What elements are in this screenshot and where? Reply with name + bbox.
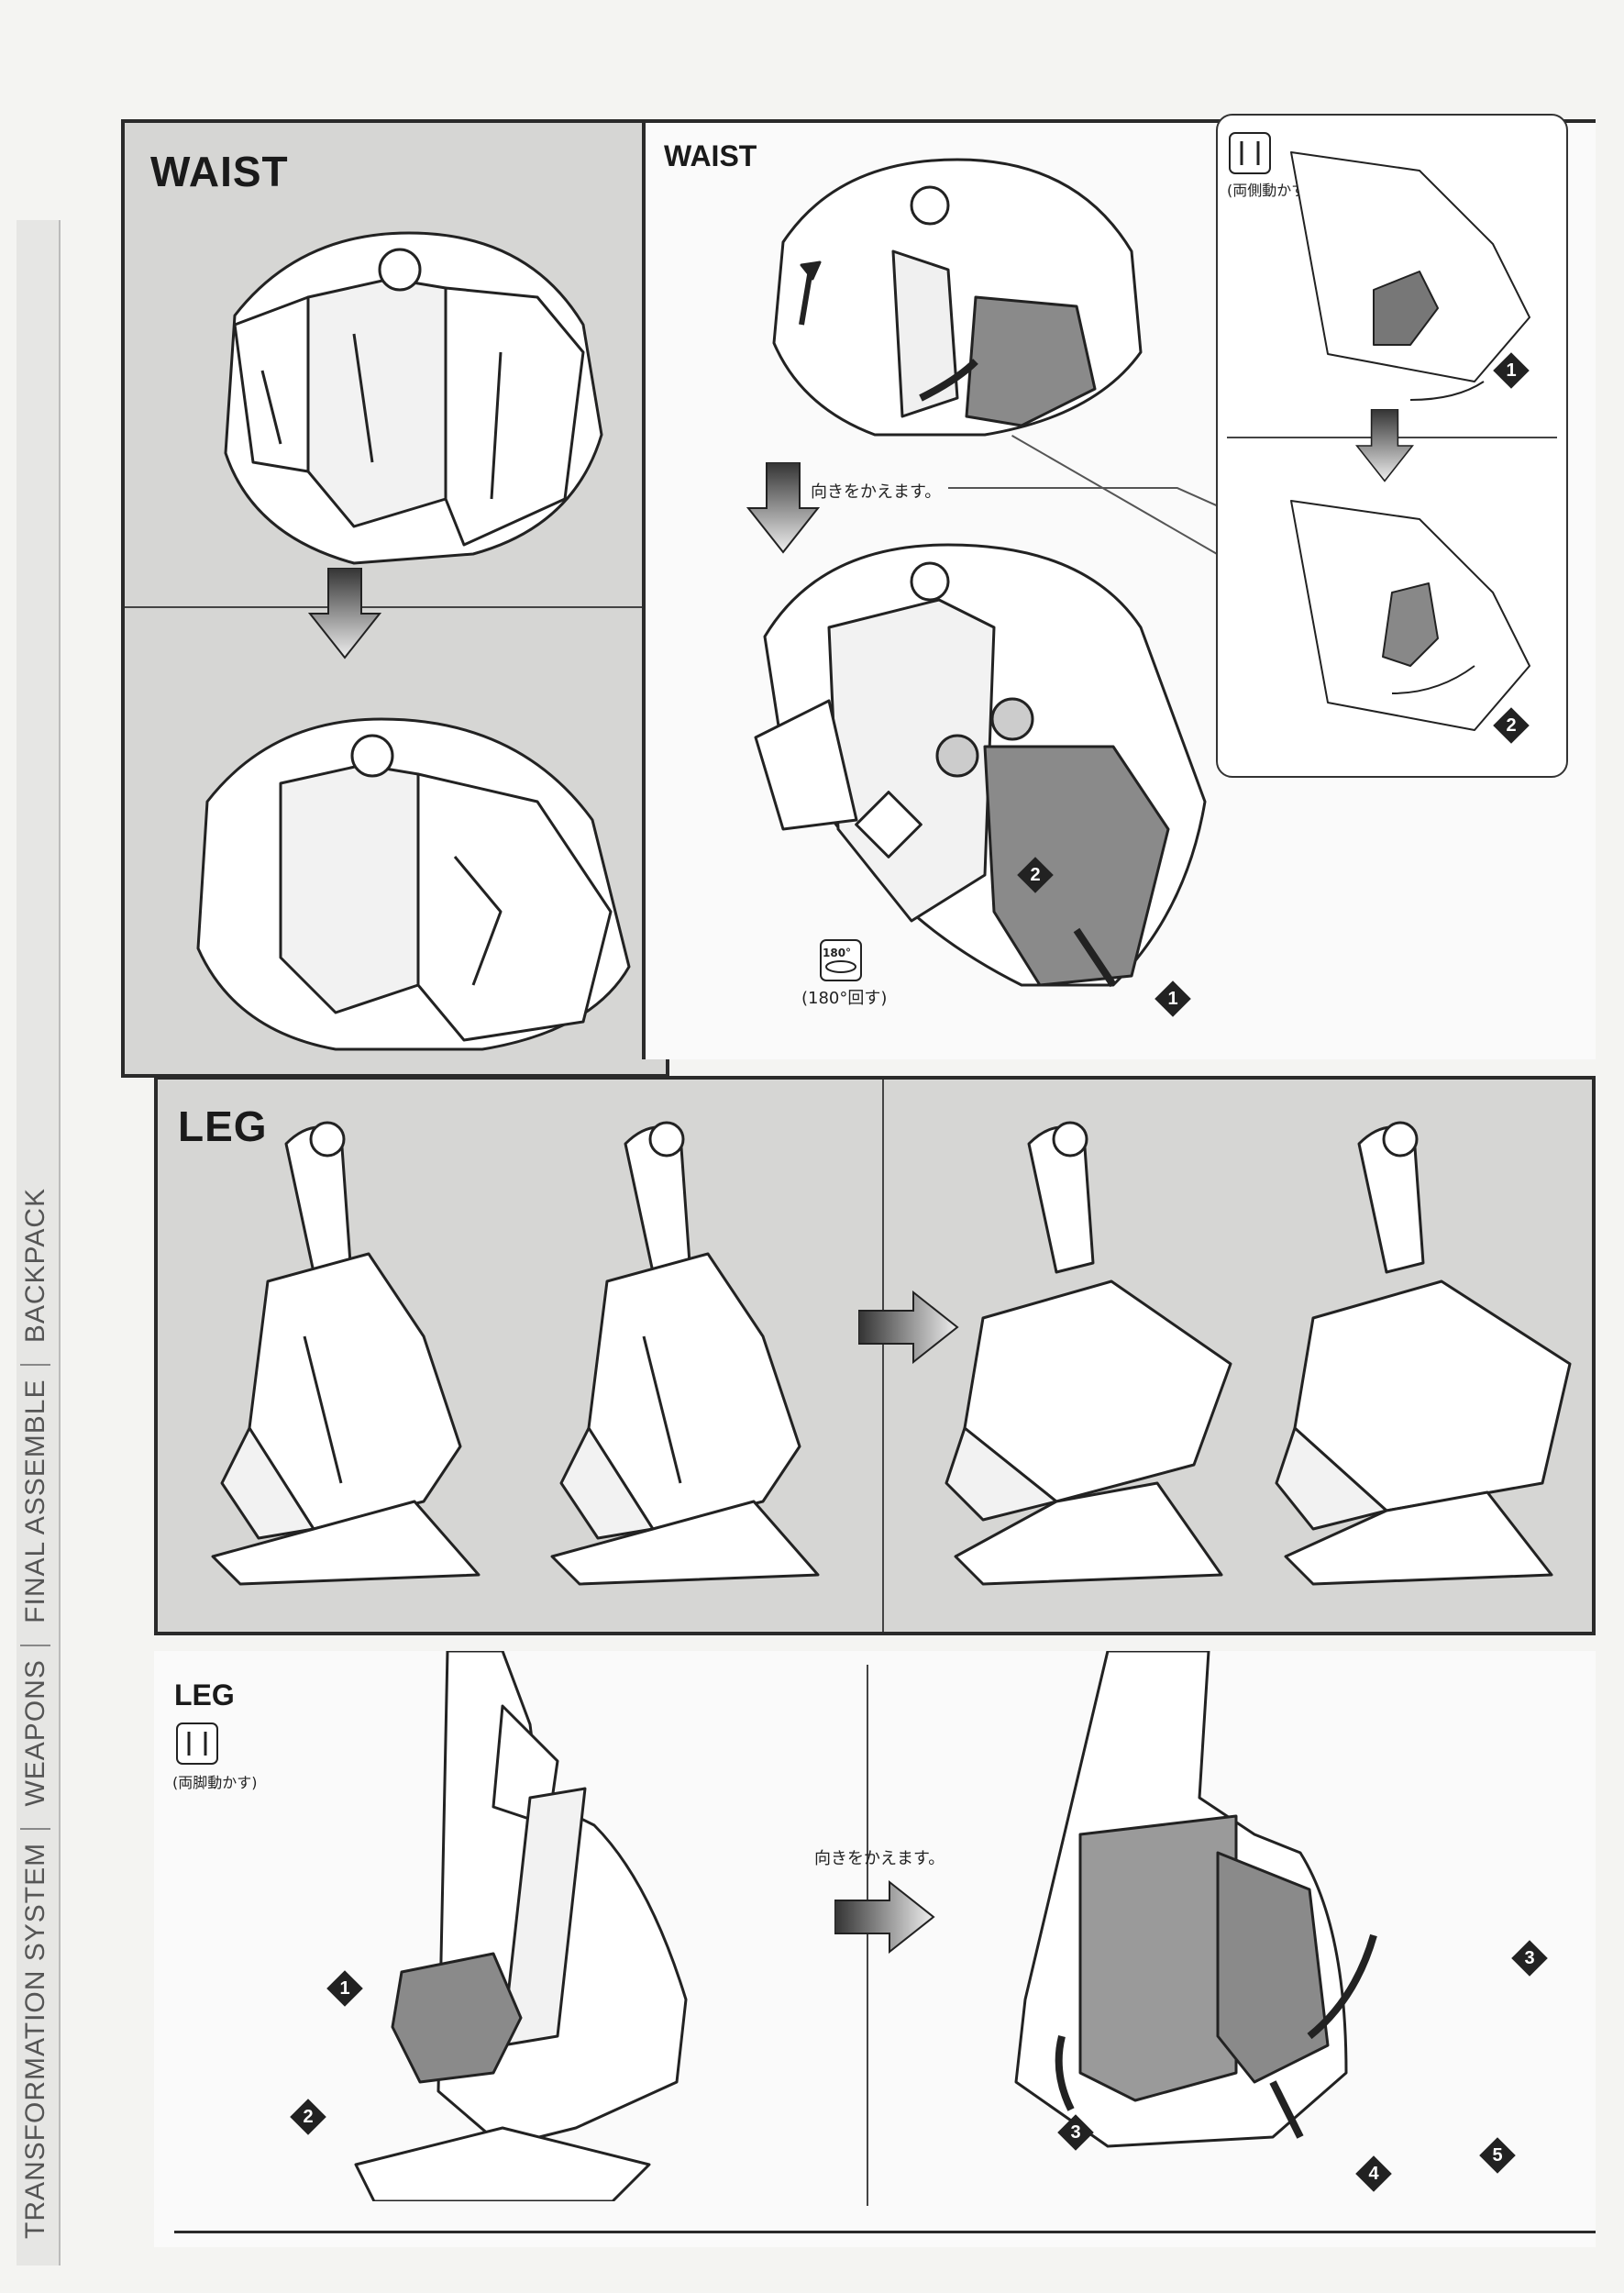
inset-step2-illustration — [1290, 500, 1530, 731]
step-badge: 1 — [1493, 352, 1530, 389]
step-badge: 2 — [1017, 857, 1054, 893]
side-tab-label: WEAPONS — [20, 1645, 50, 1820]
step-divider — [125, 606, 666, 608]
rotate-180-icon — [820, 939, 862, 981]
step-divider — [882, 1080, 884, 1632]
leg-illustration — [550, 1121, 820, 1586]
waist-assembly-illustration — [224, 231, 603, 565]
turn-note: 向きをかえます。 — [814, 1849, 945, 1868]
both-legs-note: (両脚動かす) — [172, 1774, 258, 1791]
rotate-icon-label: 180° — [823, 947, 852, 959]
inset-note: (両側動かす) — [1227, 182, 1312, 199]
leg-step-illustration — [354, 1651, 688, 2201]
panel-title: WAIST — [664, 139, 757, 172]
both-legs-icon — [176, 1723, 218, 1765]
detail-inset: (両側動かす) 1 — [1216, 114, 1568, 778]
down-arrow-icon — [746, 462, 820, 554]
step-badge: 3 — [1057, 2114, 1094, 2151]
rotate-note: (180°回す) — [801, 989, 888, 1008]
step-badge: 2 — [1493, 707, 1530, 744]
step-badge: 1 — [1154, 980, 1191, 1017]
waist-left-panel: WAIST — [121, 119, 669, 1078]
side-tab-label: TRANSFORMATION SYSTEM — [20, 1827, 50, 2252]
leg-illustration — [211, 1121, 481, 1586]
inset-step1-illustration — [1290, 151, 1530, 401]
leg-transformed-illustration — [1275, 1121, 1572, 1586]
panel-title: WAIST — [150, 148, 289, 195]
side-tab-strip — [17, 220, 61, 2265]
side-tab-labels: TRANSFORMATION SYSTEM WEAPONS FINAL ASSE… — [20, 1175, 51, 2252]
leg-transformed-illustration — [945, 1121, 1232, 1586]
panel-title: LEG — [178, 1102, 268, 1150]
step-divider — [867, 1665, 868, 2206]
leg-rear-illustration — [1014, 1651, 1377, 2148]
waist-transformed-illustration — [196, 717, 631, 1051]
right-arrow-icon — [858, 1291, 959, 1364]
turn-note: 向きをかえます。 — [811, 482, 942, 502]
waist-step-illustration — [772, 158, 1143, 437]
step-badge: 5 — [1479, 2137, 1516, 2174]
leg-bottom-panel: LEG (両脚動かす) 1 2 向きをかえます。 — [154, 1651, 1596, 2247]
both-sides-icon — [1229, 132, 1271, 174]
callout-line — [948, 487, 1177, 489]
waist-rotation-illustration — [754, 543, 1207, 988]
page-bottom-rule — [174, 2231, 1596, 2233]
down-arrow-icon — [1355, 409, 1414, 482]
panel-title: LEG — [174, 1678, 235, 1711]
step-badge: 3 — [1511, 1940, 1548, 1977]
side-tab-label: FINAL ASSEMBLE — [20, 1364, 50, 1636]
step-badge: 1 — [326, 1970, 363, 2007]
leg-top-panel: LEG — [154, 1076, 1596, 1635]
right-arrow-icon — [834, 1880, 935, 1954]
down-arrow-icon — [308, 568, 381, 659]
waist-right-panel: WAIST 向きをかえます。 — [642, 114, 1596, 1059]
step-badge: 4 — [1355, 2155, 1392, 2192]
step-badge: 2 — [290, 2099, 326, 2135]
side-tab-label: BACKPACK — [20, 1187, 50, 1344]
